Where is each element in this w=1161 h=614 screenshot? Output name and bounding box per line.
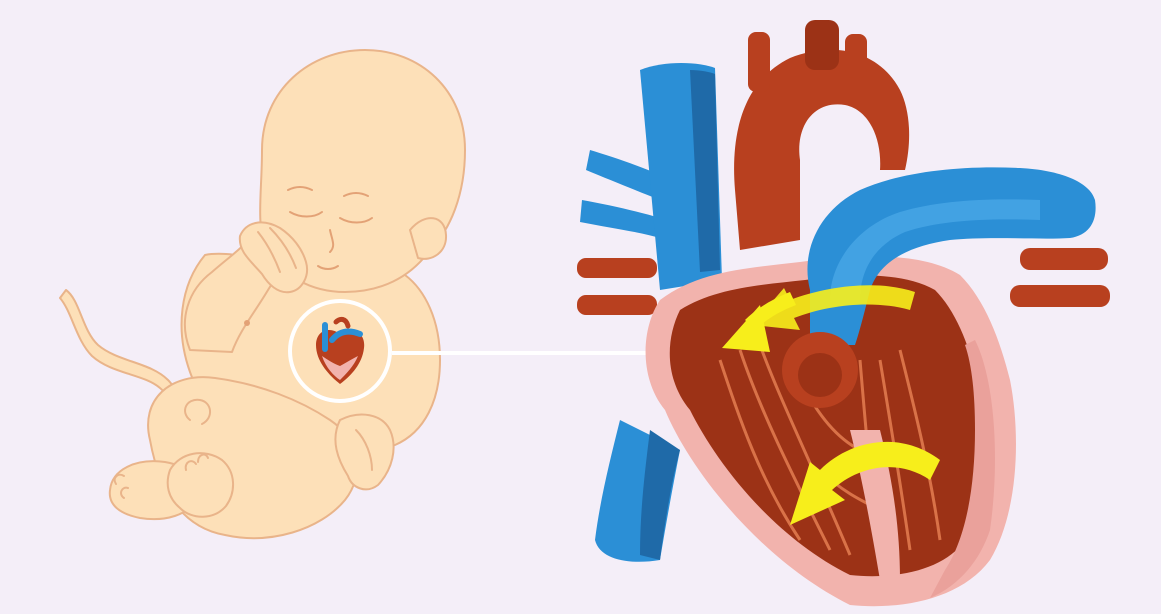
aorta-branch-2 (805, 20, 839, 70)
pulmonary-vein-2 (577, 295, 657, 315)
aorta-branch-3 (845, 34, 867, 78)
pulmonary-vein-1 (577, 258, 657, 278)
pulmonary-vein-4 (1010, 285, 1110, 307)
pulmonary-vein-3 (1020, 248, 1108, 270)
aorta-branch-1 (748, 32, 770, 92)
